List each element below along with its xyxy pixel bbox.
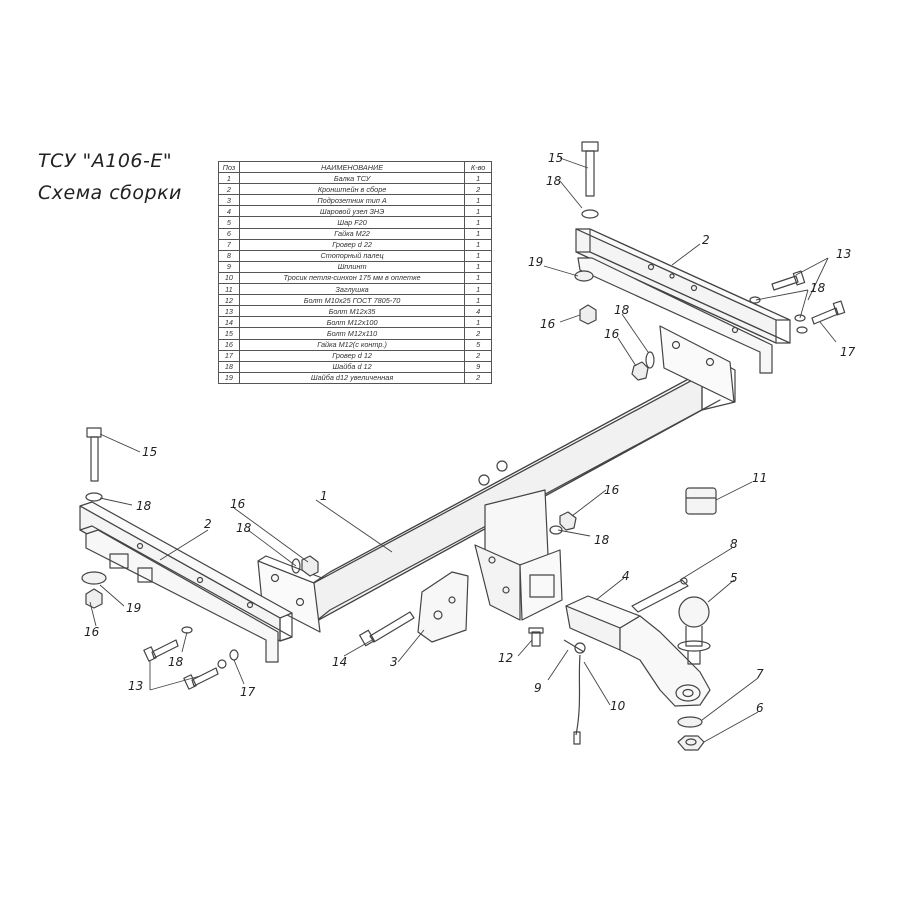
callout-16-plate: 16: [230, 497, 246, 511]
callout-16-right-a: 16: [540, 317, 556, 331]
callout-10: 10: [610, 699, 626, 713]
receiver-bracket: [474, 460, 563, 621]
callout-16-right-b: 16: [604, 327, 620, 341]
washers-and-nuts: [81, 270, 655, 609]
bolts-13-right: [749, 270, 846, 334]
callout-16-left: 16: [84, 625, 100, 639]
callout-5: 5: [730, 571, 738, 585]
callout-18-top: 18: [546, 174, 562, 188]
cotter-pin-and-cable: [563, 639, 586, 745]
row-qty: 2: [464, 371, 492, 384]
row-pos: 19: [218, 371, 240, 384]
callout-18-mid: 18: [614, 303, 630, 317]
callout-4: 4: [622, 569, 630, 583]
callout-11: 11: [752, 471, 767, 485]
callout-16-center: 16: [604, 483, 620, 497]
drawing-subtitle: Схема сборки: [38, 182, 182, 204]
callout-13-right: 13: [836, 247, 851, 261]
socket-plate: [417, 571, 469, 643]
callout-19-right: 19: [528, 255, 543, 269]
callout-18-left: 18: [136, 499, 152, 513]
callout-13-left: 13: [128, 679, 143, 693]
callout-18-left-b: 18: [168, 655, 184, 669]
callout-15-left: 15: [142, 445, 157, 459]
grover-washer-22: [677, 716, 703, 728]
leader-lines: [89, 157, 837, 743]
nut-m22: [677, 735, 705, 751]
row-name: Болт М12х100: [238, 316, 466, 329]
bolts-13-left: [143, 626, 239, 690]
bolt-15-left: [85, 427, 103, 502]
callout-7: 7: [756, 667, 764, 681]
callout-19-left: 19: [126, 601, 141, 615]
callout-12: 12: [498, 651, 513, 665]
tow-ball: [677, 596, 711, 665]
ball-mount: [565, 595, 711, 707]
drawing-title: ТСУ "А106-Е": [38, 150, 173, 172]
callout-18-right: 18: [810, 281, 826, 295]
callout-8: 8: [730, 537, 738, 551]
bolt-14: [359, 611, 415, 647]
callout-6: 6: [756, 701, 764, 715]
callout-9: 9: [534, 681, 542, 695]
callout-1: 1: [320, 489, 328, 503]
callout-2-right: 2: [702, 233, 710, 247]
callout-17-right: 17: [840, 345, 856, 359]
bolt-12: [528, 627, 544, 647]
left-bracket: [79, 501, 293, 663]
callout-3: 3: [390, 655, 398, 669]
callout-18-center: 18: [594, 533, 610, 547]
bolt-15-top: [581, 141, 599, 219]
right-mounting-plate: [659, 325, 735, 403]
left-mounting-plate: [257, 555, 323, 633]
callout-17-left: 17: [240, 685, 256, 699]
callout-18-plate: 18: [236, 521, 252, 535]
callout-14: 14: [332, 655, 347, 669]
table-header-row: Поз НАИМЕНОВАНИЕ К-во: [218, 160, 492, 174]
row-name: Шайба d12 увеличенная: [238, 371, 466, 384]
callout-2-left: 2: [204, 517, 212, 531]
callout-15-top: 15: [548, 151, 563, 165]
cover-plug: [685, 487, 717, 515]
right-bracket: [575, 228, 791, 374]
